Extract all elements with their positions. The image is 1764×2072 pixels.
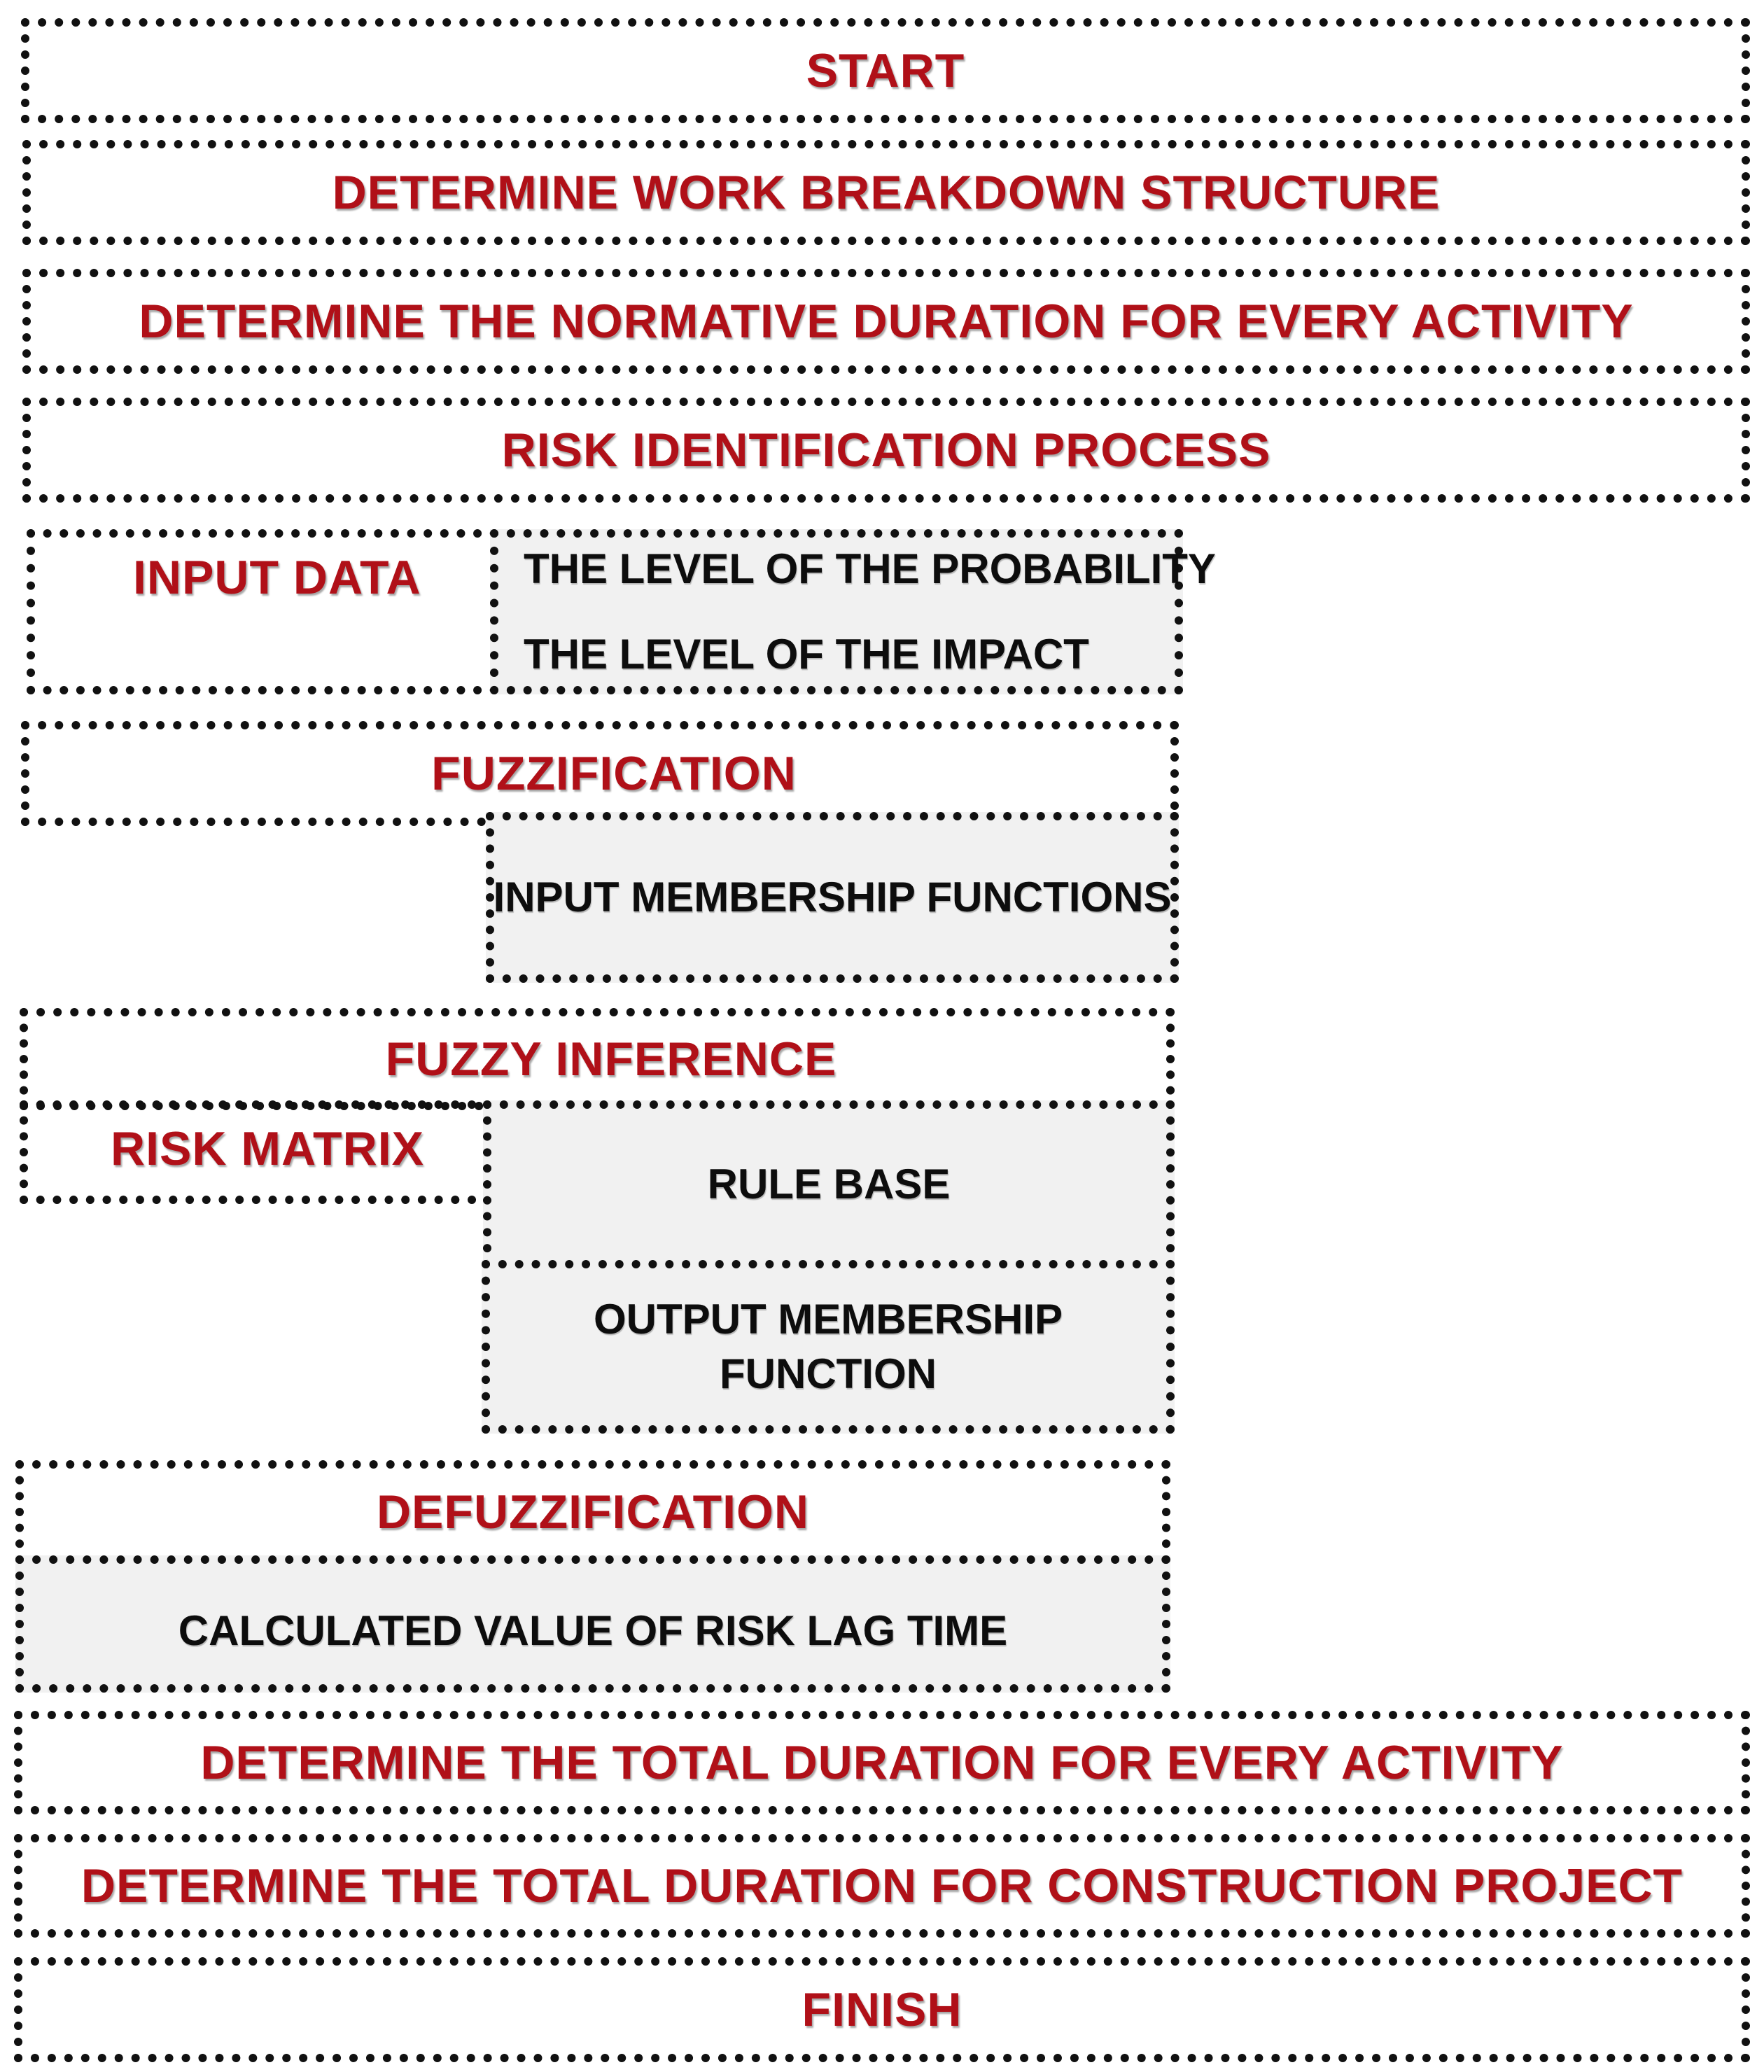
total-project-duration-box: DETERMINE THE TOTAL DURATION FOR CONSTRU… <box>14 1834 1750 1938</box>
probability-level-label: THE LEVEL OF THE PROBABILITY <box>524 545 1216 592</box>
output-mf-box: OUTPUT MEMBERSHIP FUNCTION <box>482 1260 1175 1434</box>
impact-level-label: THE LEVEL OF THE IMPACT <box>524 631 1089 678</box>
wbs-box: DETERMINE WORK BREAKDOWN STRUCTURE <box>22 140 1750 245</box>
finish-box: FINISH <box>14 1957 1750 2062</box>
input-data-label: INPUT DATA <box>133 551 421 604</box>
output-mf-label-line2: FUNCTION <box>720 1350 937 1397</box>
fuzzy-inference-label: FUZZY INFERENCE <box>385 1032 837 1086</box>
normative-duration-label: DETERMINE THE NORMATIVE DURATION FOR EVE… <box>139 294 1634 348</box>
finish-label: FINISH <box>802 1982 962 2036</box>
defuzzification-label: DEFUZZIFICATION <box>376 1485 810 1539</box>
fuzzy-inference-box: FUZZY INFERENCE <box>20 1008 1175 1110</box>
normative-duration-box: DETERMINE THE NORMATIVE DURATION FOR EVE… <box>22 269 1750 374</box>
input-data-box: INPUT DATA <box>27 529 498 694</box>
input-levels-box: THE LEVEL OF THE PROBABILITY THE LEVEL O… <box>490 529 1216 694</box>
wbs-label: DETERMINE WORK BREAKDOWN STRUCTURE <box>332 165 1441 219</box>
calculated-value-box: CALCULATED VALUE OF RISK LAG TIME <box>15 1555 1170 1693</box>
calculated-value-label: CALCULATED VALUE OF RISK LAG TIME <box>178 1607 1008 1654</box>
risk-matrix-label: RISK MATRIX <box>111 1122 424 1175</box>
fuzzification-label: FUZZIFICATION <box>431 746 797 800</box>
rule-base-box: RULE BASE <box>483 1100 1175 1268</box>
fuzzification-box: FUZZIFICATION <box>21 721 1179 826</box>
input-mf-box: INPUT MEMBERSHIP FUNCTIONS <box>486 812 1179 983</box>
start-label: START <box>806 43 965 97</box>
output-mf-label-line1: OUTPUT MEMBERSHIP <box>593 1296 1063 1343</box>
total-activity-duration-box: DETERMINE THE TOTAL DURATION FOR EVERY A… <box>14 1711 1750 1814</box>
risk-identification-label: RISK IDENTIFICATION PROCESS <box>501 423 1271 477</box>
rule-base-label: RULE BASE <box>707 1161 951 1208</box>
defuzzification-box: DEFUZZIFICATION <box>15 1460 1170 1564</box>
input-levels-list: THE LEVEL OF THE PROBABILITY THE LEVEL O… <box>524 542 1216 682</box>
total-project-duration-label: DETERMINE THE TOTAL DURATION FOR CONSTRU… <box>80 1858 1684 1912</box>
start-box: START <box>21 18 1750 123</box>
risk-identification-box: RISK IDENTIFICATION PROCESS <box>22 398 1750 503</box>
total-activity-duration-label: DETERMINE THE TOTAL DURATION FOR EVERY A… <box>200 1735 1564 1789</box>
input-mf-label: INPUT MEMBERSHIP FUNCTIONS <box>493 874 1172 920</box>
risk-matrix-box: RISK MATRIX <box>20 1100 493 1204</box>
